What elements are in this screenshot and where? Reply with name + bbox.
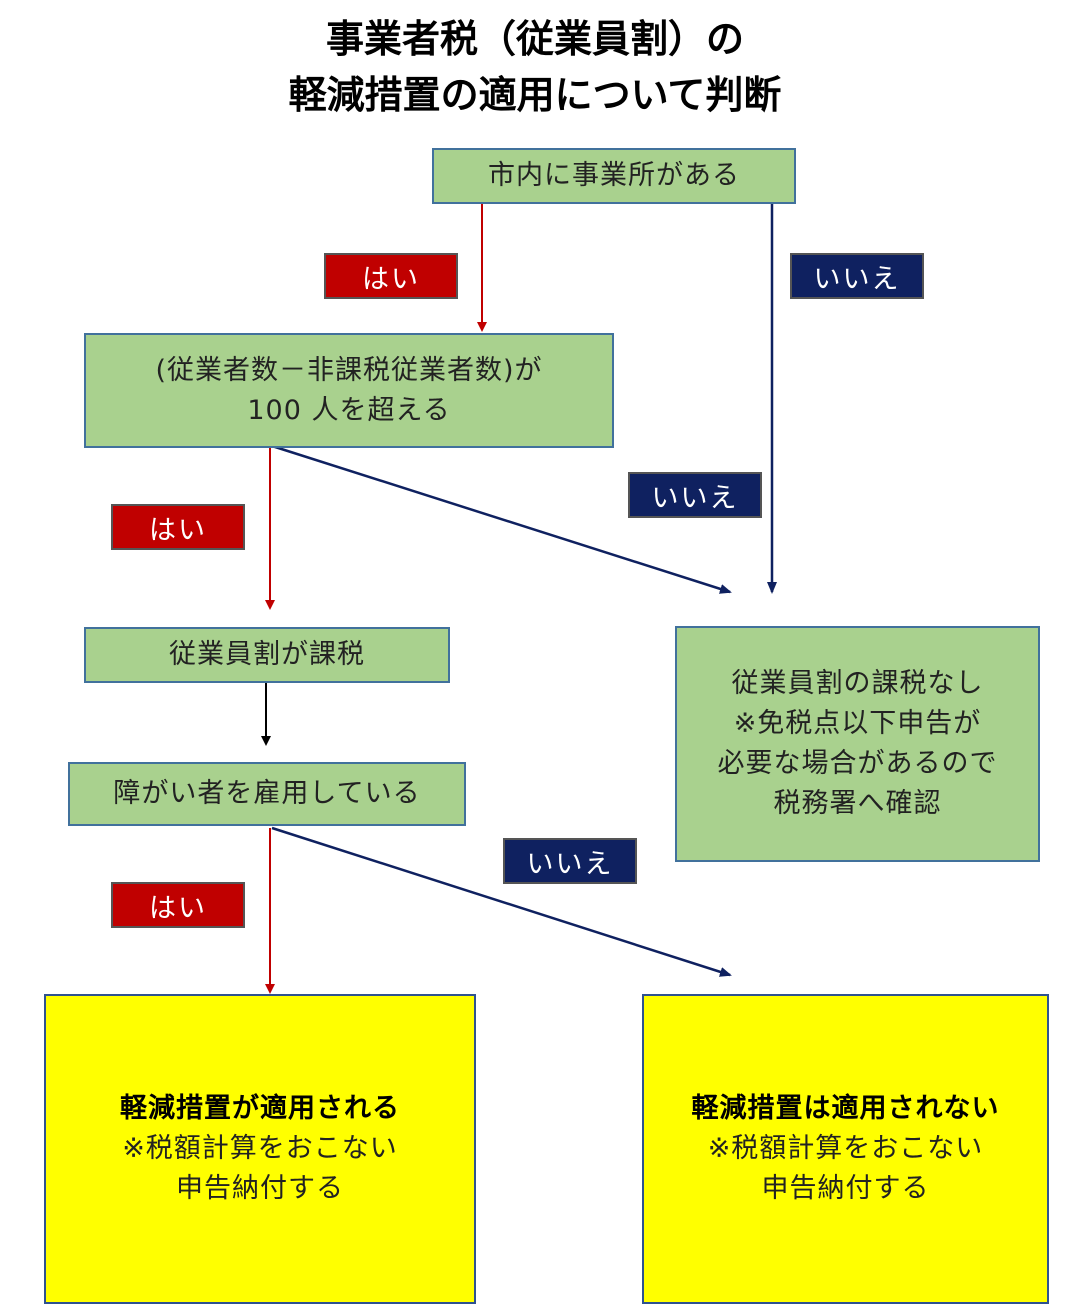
result-applied-note2: 申告納付する — [176, 1173, 344, 1204]
result-no-tax-line3: 必要な場合があるので — [717, 748, 998, 779]
label-no-2: いいえ — [628, 472, 762, 518]
label-yes-2: はい — [111, 504, 245, 550]
arrow-q4-no — [271, 826, 732, 977]
label-no-1: いいえ — [790, 253, 924, 299]
decision-employee-count-line2: 100 人を超える — [247, 394, 451, 426]
result-applied-note1: ※税額計算をおこない — [122, 1133, 398, 1164]
arrow-q2-no — [271, 444, 732, 594]
result-not-applied-note2: 申告納付する — [761, 1173, 930, 1204]
page-title-line2: 軽減措置の適用について判断 — [288, 73, 782, 117]
result-not-applied-heading: 軽減措置は適用されない — [691, 1093, 1000, 1124]
decision-employee-tax: 従業員割が課税 — [84, 627, 450, 683]
decision-employee-count: (従業者数－非課税従業者数)が 100 人を超える — [84, 333, 614, 448]
decision-employee-count-line1: (従業者数－非課税従業者数)が — [155, 354, 543, 386]
result-not-applied: 軽減措置は適用されない ※税額計算をおこない 申告納付する — [642, 994, 1049, 1304]
result-no-tax: 従業員割の課税なし ※免税点以下申告が 必要な場合があるので 税務署へ確認 — [675, 626, 1040, 862]
label-yes-1: はい — [324, 253, 458, 299]
decision-office-in-city-text: 市内に事業所がある — [488, 160, 740, 191]
result-no-tax-line1: 従業員割の課税なし — [731, 668, 984, 699]
decision-office-in-city: 市内に事業所がある — [432, 148, 796, 204]
decision-disabled-employment: 障がい者を雇用している — [68, 762, 466, 826]
result-not-applied-note1: ※税額計算をおこない — [707, 1133, 984, 1164]
label-yes-3: はい — [111, 882, 245, 928]
result-no-tax-line4: 税務署へ確認 — [773, 788, 942, 819]
decision-disabled-employment-text: 障がい者を雇用している — [113, 778, 421, 809]
page-title-line1: 事業者税（従業員割）の — [325, 17, 744, 61]
decision-employee-tax-text: 従業員割が課税 — [169, 639, 365, 670]
result-applied: 軽減措置が適用される ※税額計算をおこない 申告納付する — [44, 994, 476, 1304]
label-no-3: いいえ — [503, 838, 637, 884]
result-no-tax-line2: ※免税点以下申告が — [733, 708, 982, 739]
result-applied-heading: 軽減措置が適用される — [120, 1093, 400, 1124]
